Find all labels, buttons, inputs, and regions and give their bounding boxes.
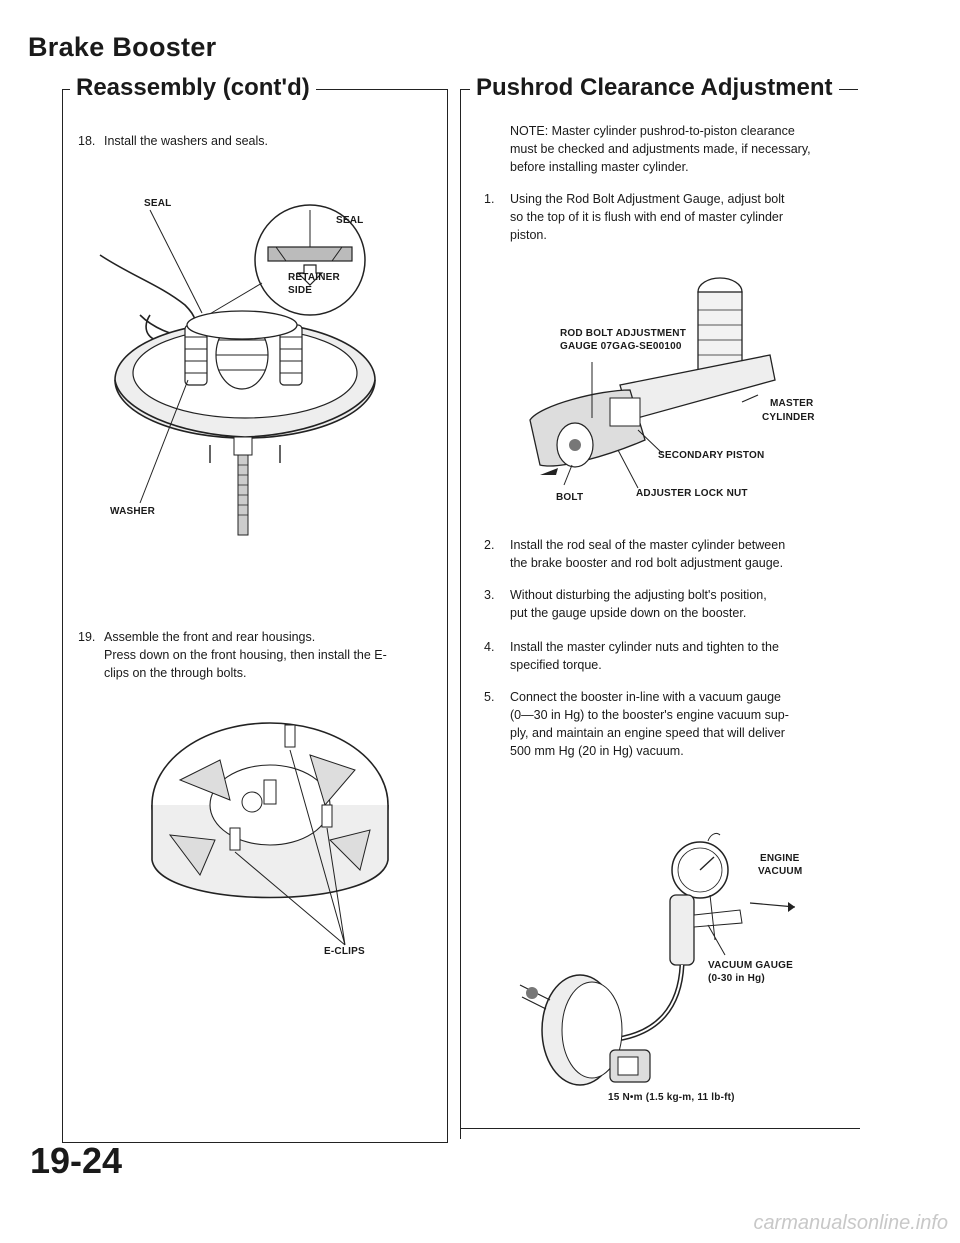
step-text-line: Connect the booster in-line with a vacuu… (510, 690, 781, 704)
vacuum-label: VACUUM (758, 866, 803, 877)
step-text-line: 500 mm Hg (20 in Hg) vacuum. (510, 744, 684, 758)
right-section-rule-bottom (460, 1128, 860, 1129)
right-section-rule-left (460, 89, 461, 1139)
step-number: 19. (78, 630, 96, 644)
secondary-piston-label: SECONDARY PISTON (658, 450, 765, 461)
side-label: SIDE (288, 285, 313, 296)
seal-inset-label: SEAL (336, 215, 364, 226)
step-3: 3. Without disturbing the adjusting bolt… (484, 586, 854, 624)
booster-housing-illustration (151, 722, 389, 946)
step-number: 2. (484, 538, 495, 552)
step-number: 1. (484, 192, 495, 206)
step-number: 5. (484, 690, 495, 704)
note-line: NOTE: Master cylinder pushrod-to-piston … (510, 124, 795, 138)
engine-label: ENGINE (760, 853, 800, 864)
step-text-line: ply, and maintain an engine speed that w… (510, 726, 785, 740)
adjuster-lock-nut-label: ADJUSTER LOCK NUT (636, 488, 748, 499)
step-text-line: Press down on the front housing, then in… (104, 648, 387, 662)
page-title: Brake Booster (28, 32, 217, 62)
left-section-heading: Reassembly (cont'd) (70, 74, 316, 102)
step-5: 5. Connect the booster in-line with a va… (484, 688, 854, 762)
watermark: carmanualsonline.info (753, 1212, 948, 1234)
step-text-line: piston. (510, 228, 547, 242)
step-text-line: the brake booster and rod bolt adjustmen… (510, 556, 784, 570)
step-text-line: Assemble the front and rear housings. (104, 630, 316, 644)
step-text-line: specified torque. (510, 658, 602, 672)
step-4: 4. Install the master cylinder nuts and … (484, 638, 854, 676)
note-line: must be checked and adjustments made, if… (510, 142, 811, 156)
master-cylinder-label-line2: CYLINDER (762, 412, 815, 423)
booster-seal-illustration (99, 204, 376, 536)
step-number: 18. (78, 134, 96, 148)
step-number: 3. (484, 588, 495, 602)
step-2: 2. Install the rod seal of the master cy… (484, 536, 854, 574)
step-text-line: so the top of it is flush with end of ma… (510, 210, 784, 224)
e-clips-label: E-CLIPS (324, 946, 365, 957)
washer-label: WASHER (110, 506, 156, 517)
step-text-line: Install the rod seal of the master cylin… (510, 538, 786, 552)
vacuum-gauge-illustration (519, 832, 796, 1086)
step-text-line: put the gauge upside down on the booster… (510, 606, 747, 620)
step-text-line: (0—30 in Hg) to the booster's engine vac… (510, 708, 789, 722)
note-block: NOTE: Master cylinder pushrod-to-piston … (510, 122, 850, 178)
master-cylinder-label-line1: MASTER (770, 398, 814, 409)
note-line: before installing master cylinder. (510, 160, 689, 174)
page-number: 19-24 (30, 1140, 123, 1181)
step-19: 19. Assemble the front and rear housings… (78, 628, 438, 688)
retainer-label: RETAINER (288, 272, 340, 283)
bolt-label: BOLT (556, 492, 584, 503)
rod-bolt-label-line2: GAUGE 07GAG-SE00100 (560, 341, 682, 352)
step-text-line: Install the master cylinder nuts and tig… (510, 640, 779, 654)
right-section-heading: Pushrod Clearance Adjustment (470, 74, 839, 102)
seal-label: SEAL (144, 198, 172, 209)
step-text-line: clips on the through bolts. (104, 666, 247, 680)
step-18: 18. Install the washers and seals. (78, 132, 438, 152)
rod-bolt-label-line1: ROD BOLT ADJUSTMENT (560, 328, 687, 339)
rod-bolt-gauge-illustration (529, 277, 776, 489)
step-number: 4. (484, 640, 495, 654)
step-text-line: Using the Rod Bolt Adjustment Gauge, adj… (510, 192, 785, 206)
step-text: Install the washers and seals. (104, 134, 268, 148)
step-text-line: Without disturbing the adjusting bolt's … (510, 588, 767, 602)
step-1: 1. Using the Rod Bolt Adjustment Gauge, … (484, 190, 854, 246)
torque-label: 15 N•m (1.5 kg-m, 11 lb-ft) (608, 1092, 735, 1103)
vacuum-gauge-label-line2: (0-30 in Hg) (708, 973, 765, 984)
vacuum-gauge-label-line1: VACUUM GAUGE (708, 960, 793, 971)
